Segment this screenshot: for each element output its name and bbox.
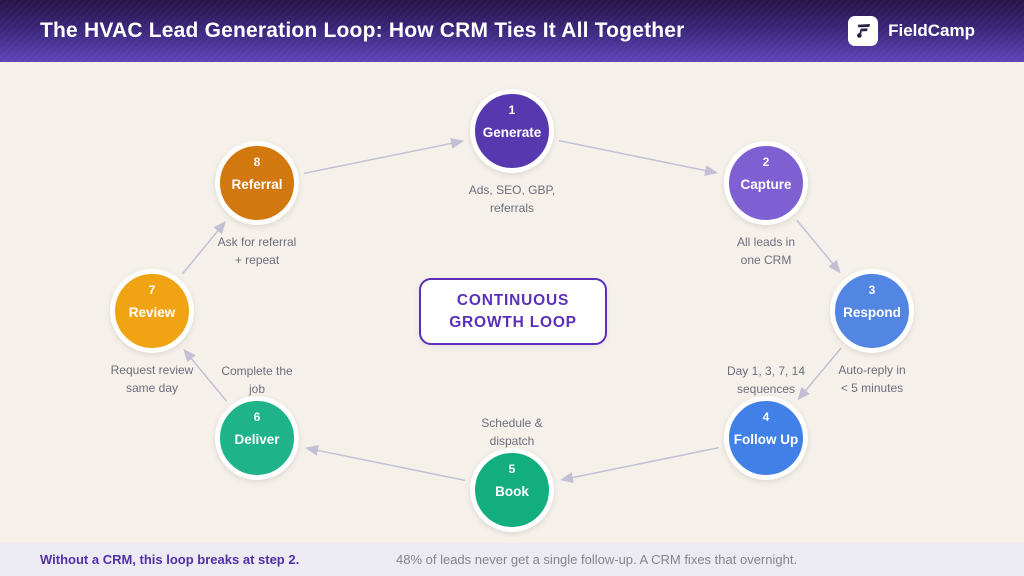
- footer-highlight-text: Without a CRM, this loop breaks at step …: [40, 552, 300, 567]
- page-title: The HVAC Lead Generation Loop: How CRM T…: [40, 19, 685, 42]
- center-box-line1: CONTINUOUS: [456, 292, 570, 309]
- flow-arrow-8-to-1: [303, 137, 464, 175]
- step-label: Book: [495, 483, 529, 499]
- step-number: 7: [148, 282, 156, 297]
- footer-note-text: 48% of leads never get a single follow-u…: [396, 552, 798, 567]
- brand-logo: FieldCamp: [848, 16, 975, 46]
- step-label: Capture: [740, 176, 792, 192]
- step-label: Deliver: [234, 431, 280, 447]
- flow-arrow-4-to-5: [560, 446, 720, 483]
- flow-arrow-6-to-7: [183, 348, 227, 402]
- step-label: Respond: [843, 304, 901, 320]
- node-caption-generate: Ads, SEO, GBP,referrals: [468, 183, 556, 215]
- node-caption-book: Schedule &dispatch: [481, 416, 543, 448]
- center-box: CONTINUOUS GROWTH LOOP: [419, 278, 607, 345]
- flow-arrow-3-to-4: [797, 347, 842, 401]
- flow-arrow-2-to-3: [796, 219, 841, 274]
- brand-name: FieldCamp: [888, 21, 975, 40]
- flow-arrow-5-to-6: [305, 444, 466, 482]
- step-label: Follow Up: [733, 431, 799, 447]
- step-number: 4: [762, 409, 770, 424]
- footer-bar: Without a CRM, this loop breaks at step …: [0, 543, 1024, 576]
- node-caption-referral: Ask for referral+ repeat: [217, 235, 297, 267]
- flow-arrow-1-to-2: [558, 139, 718, 176]
- node-caption-respond: Auto-reply in< 5 minutes: [838, 363, 906, 395]
- step-label: Review: [128, 304, 176, 320]
- step-number: 8: [253, 154, 261, 169]
- step-number: 6: [253, 409, 261, 424]
- fieldcamp-logo-icon: [848, 16, 879, 46]
- flow-arrow-7-to-8: [181, 220, 226, 275]
- step-number: 2: [762, 154, 770, 169]
- step-number: 5: [508, 461, 516, 476]
- step-label: Generate: [482, 124, 542, 140]
- header: The HVAC Lead Generation Loop: How CRM T…: [0, 0, 1024, 62]
- step-label: Referral: [231, 176, 283, 192]
- step-number: 1: [508, 102, 516, 117]
- arrows-layer: [181, 137, 842, 483]
- center-box-line2: GROWTH LOOP: [449, 314, 577, 331]
- step-number: 3: [868, 282, 876, 297]
